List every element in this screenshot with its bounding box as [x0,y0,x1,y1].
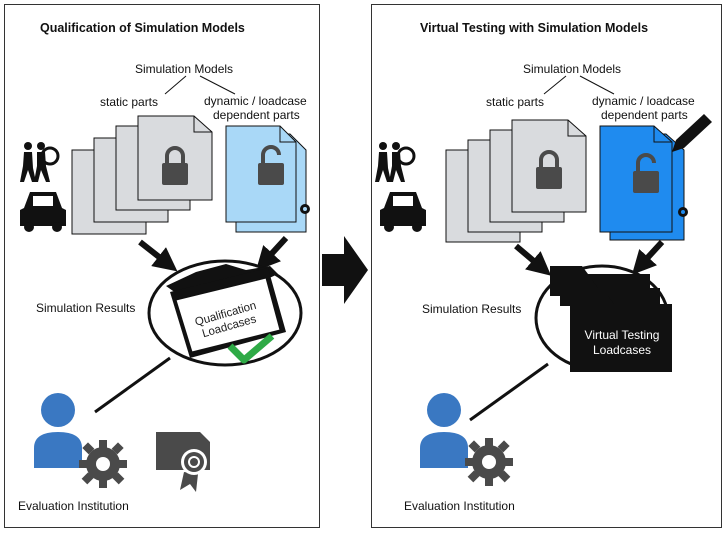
label-connector [164,75,187,95]
static-parts-label: static parts [486,95,545,109]
label-connector [579,75,615,95]
simulation-results-label: Simulation Results [422,302,522,316]
dynamic-parts-label-line2: dependent parts [213,108,300,122]
evaluation-person-icon [420,393,468,468]
static-parts-docs [445,119,587,243]
car-icon [380,192,426,232]
static-parts-label: static parts [100,95,159,109]
static-parts-docs [71,115,213,235]
pedestrians-icon [375,142,416,182]
arrow-dynamic-to-results [631,239,665,275]
simulation-models-label: Simulation Models [135,62,234,76]
car-icon [20,192,66,232]
qualification-folder-icon [166,264,286,358]
label-connector [543,75,567,95]
label-connector [199,75,236,95]
virtual-testing-folder-icon [550,266,672,372]
left-panel-title: Qualification of Simulation Models [40,21,245,35]
pencil-icon [672,114,712,152]
virtual-testing-folder-label: Virtual Testing Loadcases [574,328,670,358]
gear-large-icon [79,440,127,488]
dynamic-parts-label-line2: dependent parts [601,108,688,122]
pedestrians-icon [20,142,60,182]
arrow-dynamic-to-results [255,235,289,271]
lock-closed-icon [162,146,188,185]
lock-open-icon [258,145,284,185]
simulation-results-label: Simulation Results [36,301,136,315]
folder-label-line1: Virtual Testing [584,328,660,342]
magnifier-handle [469,362,549,422]
right-panel [371,4,722,528]
left-panel [4,4,320,528]
arrow-static-to-results [514,243,552,276]
certificate-icon [156,432,210,492]
dynamic-parts-label-line1: dynamic / loadcase [592,94,695,108]
checkmark-icon [227,333,275,364]
lock-open-icon [633,153,659,193]
folder-label-line2: Loadcases [592,343,652,357]
magnifier-handle [94,356,171,414]
lock-closed-icon [536,150,562,189]
evaluation-institution-label: Evaluation Institution [404,499,515,513]
right-panel-title: Virtual Testing with Simulation Models [420,21,649,35]
gear-large-icon [465,438,513,486]
evaluation-institution-label: Evaluation Institution [18,499,129,513]
arrow-static-to-results [138,239,178,272]
simulation-models-label: Simulation Models [523,62,622,76]
gear-icon [678,207,688,217]
gear-icon [300,204,310,214]
transition-arrow [322,236,368,304]
evaluation-person-icon [34,393,82,468]
dynamic-parts-label-line1: dynamic / loadcase [204,94,307,108]
